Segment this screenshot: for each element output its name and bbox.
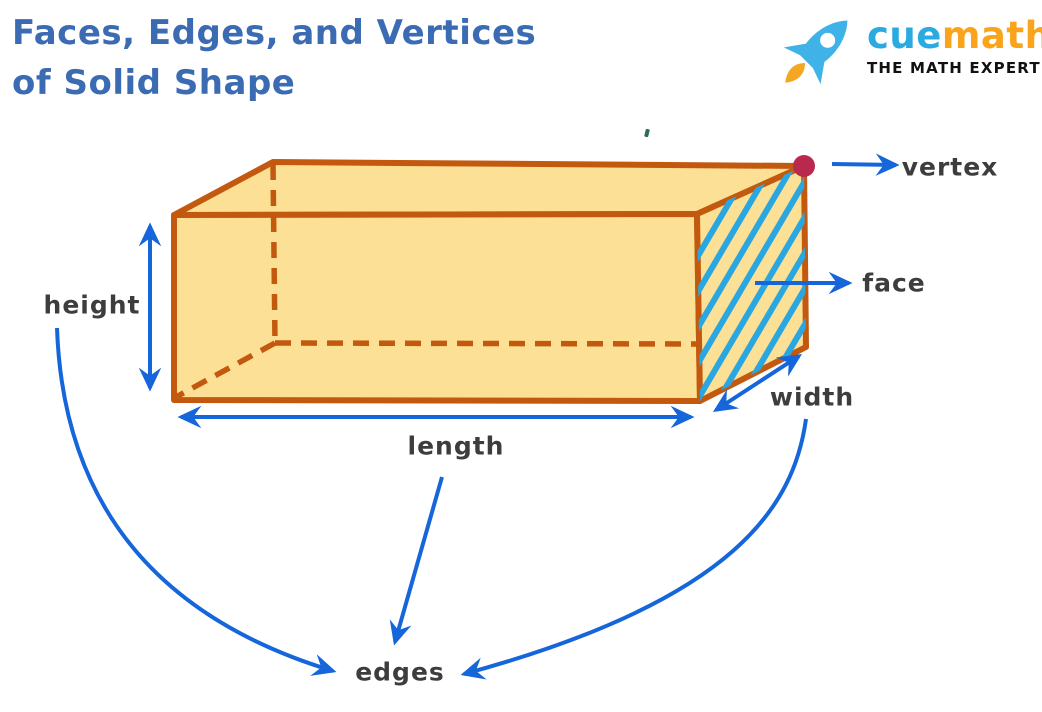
cuemath-logo: cuemath THE MATH EXPERT [779,3,1042,89]
page-title-line1: Faces, Edges, and Vertices [12,13,537,53]
length-label: length [407,431,505,461]
vertex-label: vertex [901,152,999,182]
hidden-edges [174,163,698,400]
vertex-arrow [831,153,900,176]
edges-arrow-left [55,327,337,676]
brand-cue: cue [867,13,942,57]
cuboid-front-face [171,211,703,404]
edges-arrow-right [460,418,808,680]
brand-name: cuemath [867,13,1042,58]
rocket-icon [783,20,848,85]
cuboid [171,159,809,404]
hidden-edge-vertical [270,163,278,344]
logo-text: cuemath THE MATH EXPERT [867,13,1042,78]
arrows [55,153,900,680]
brand-math: math [941,13,1042,57]
vertex-dot [793,155,815,177]
hidden-edge-diagonal [174,340,277,400]
face-label: face [862,268,926,298]
page-title-line2: of Solid Shape [12,63,296,103]
edges-label: edges [355,657,445,687]
width-label: width [769,382,855,412]
width-arrow [712,354,803,412]
brand-tagline: THE MATH EXPERT [867,59,1041,78]
height-label: height [43,290,141,320]
edges-arrow-middle [389,476,444,646]
hidden-edge-horizontal [274,340,698,347]
page-title: Faces, Edges, and Vertices of Solid Shap… [12,8,652,108]
